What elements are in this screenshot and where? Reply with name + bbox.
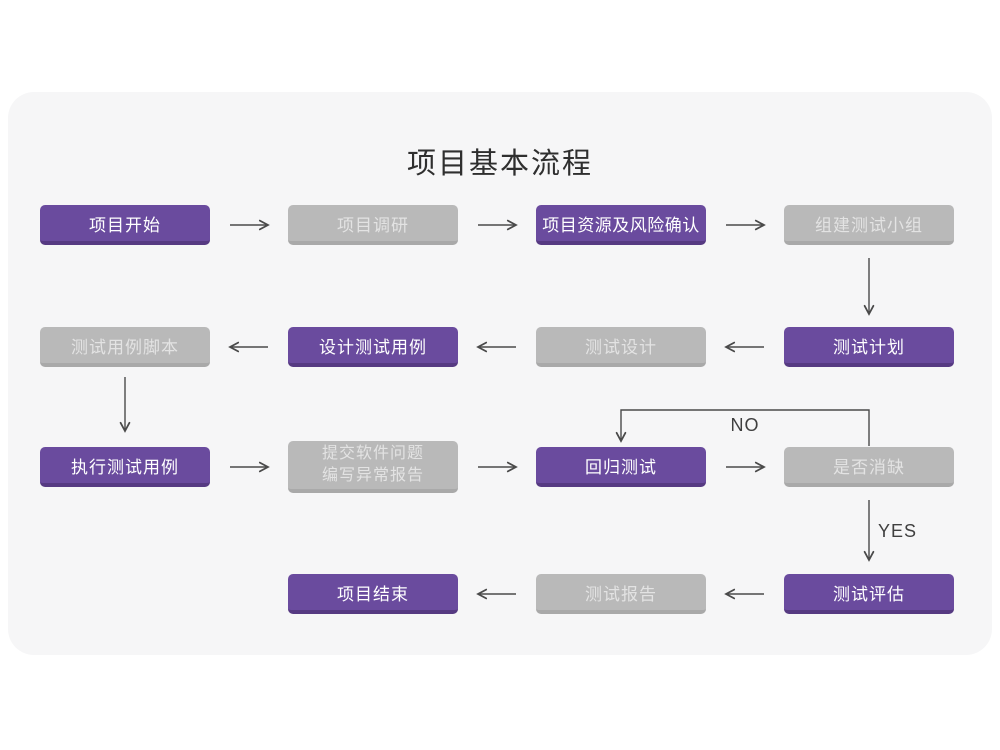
node-resources-risk-confirm: 项目资源及风险确认 [536,205,706,245]
node-label: 组建测试小组 [815,215,923,235]
node-label: 项目资源及风险确认 [542,215,700,235]
edge-label-no: NO [730,415,760,435]
node-test-evaluation: 测试评估 [784,574,954,614]
node-project-start: 项目开始 [40,205,210,245]
node-project-research: 项目调研 [288,205,458,245]
node-label: 项目结束 [337,584,409,604]
node-test-report: 测试报告 [536,574,706,614]
node-label: 项目调研 [337,215,409,235]
node-test-plan: 测试计划 [784,327,954,367]
node-submit-issues-report: 提交软件问题 编写异常报告 [288,441,458,493]
node-label: 测试用例脚本 [71,337,179,357]
node-label: 提交软件问题 编写异常报告 [321,445,424,484]
edge-label-yes: YES [878,521,918,541]
node-label: 测试设计 [585,337,657,357]
node-defect-cleared: 是否消缺 [784,447,954,487]
node-label: 设计测试用例 [319,337,427,357]
node-build-test-team: 组建测试小组 [784,205,954,245]
diagram-title: 项目基本流程 [406,148,593,180]
node-label: 测试评估 [833,584,905,604]
node-label: 回归测试 [585,457,657,477]
node-test-case-script: 测试用例脚本 [40,327,210,367]
node-label: 是否消缺 [833,457,905,477]
node-label: 测试计划 [833,337,905,357]
node-test-design: 测试设计 [536,327,706,367]
node-project-end: 项目结束 [288,574,458,614]
flowchart-card [8,92,992,655]
node-label: 测试报告 [585,584,657,604]
node-design-test-cases: 设计测试用例 [288,327,458,367]
node-label: 执行测试用例 [71,457,179,477]
node-run-test-cases: 执行测试用例 [40,447,210,487]
node-regression-test: 回归测试 [536,447,706,487]
node-label: 项目开始 [89,215,161,235]
